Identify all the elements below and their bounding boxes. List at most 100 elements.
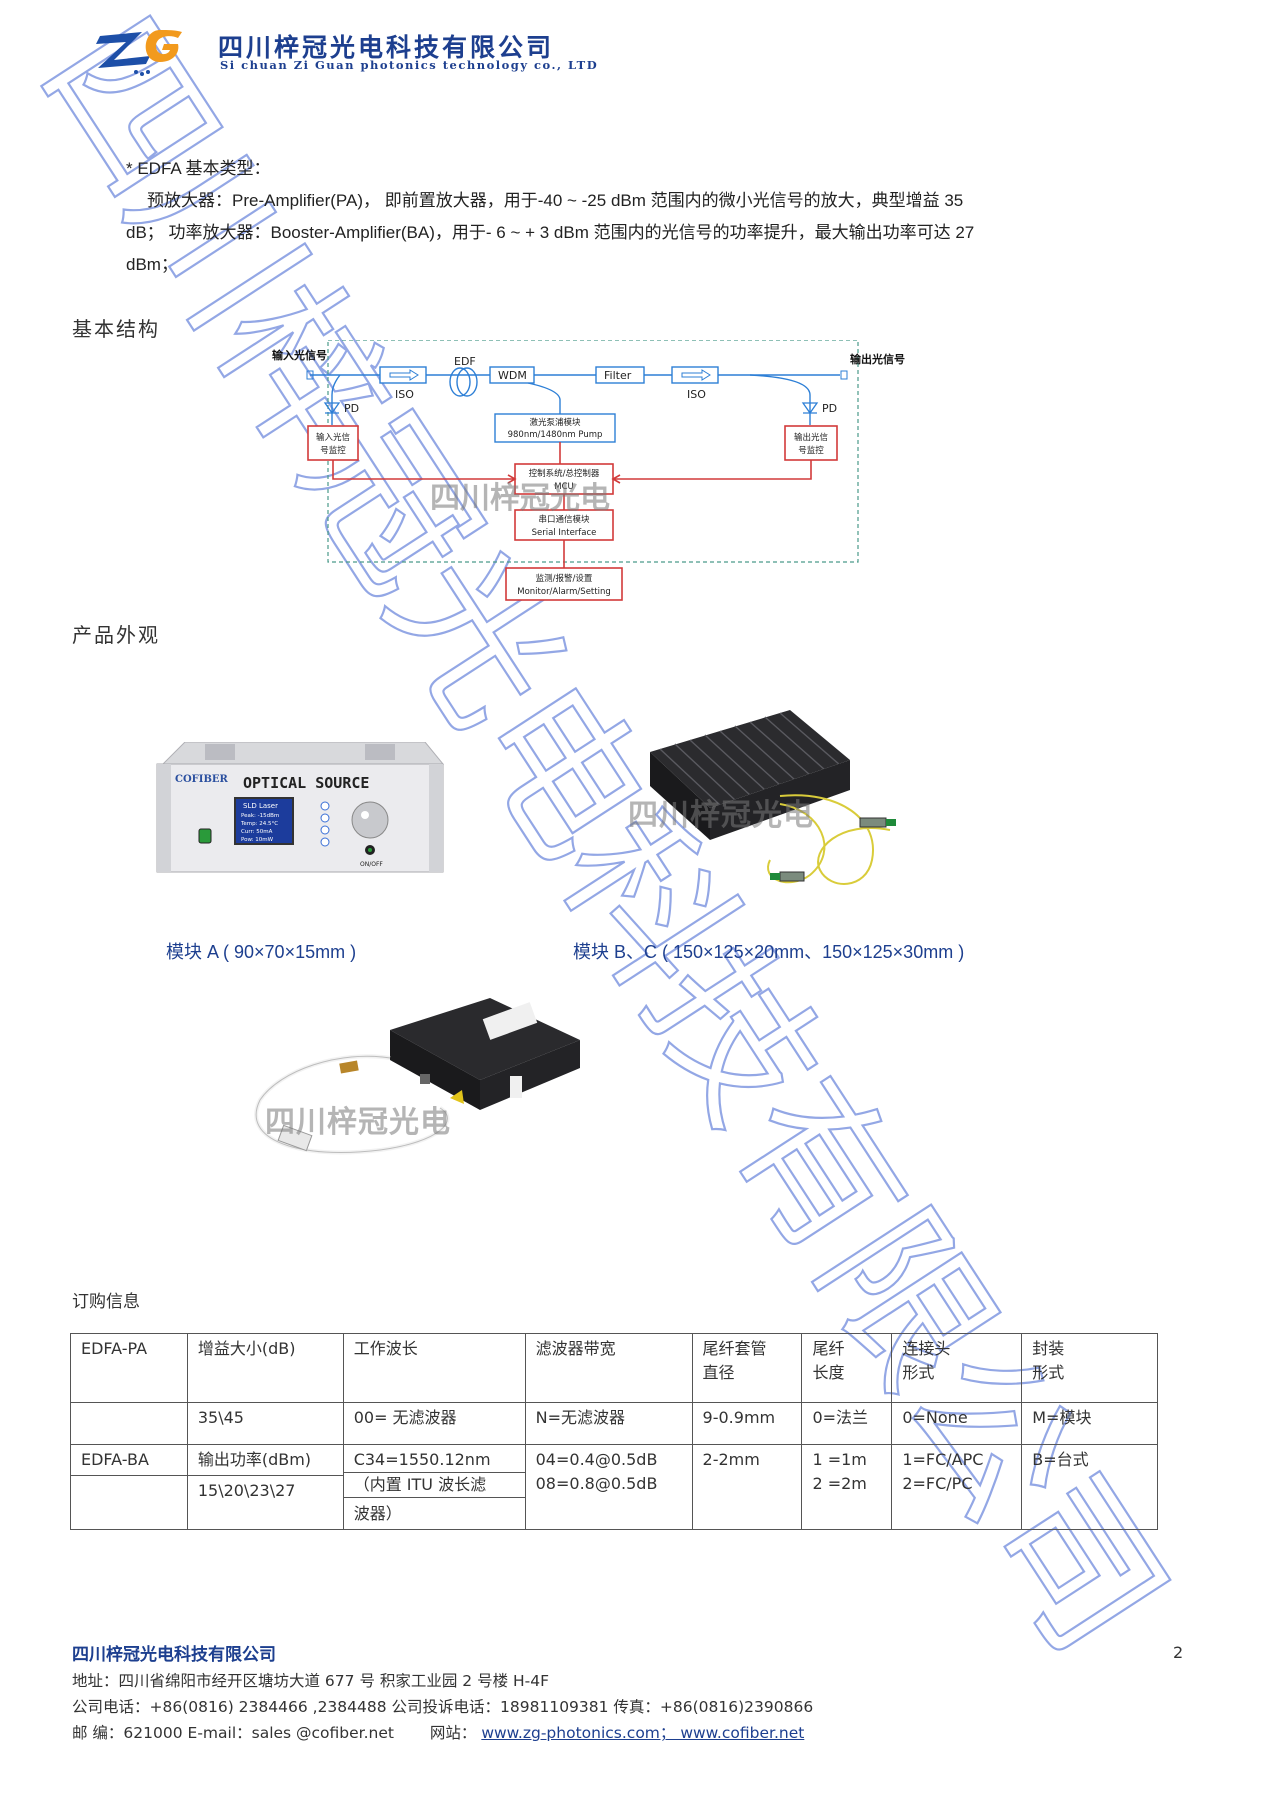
intro-line-2: 预放大器：Pre-Amplifier(PA)， 即前置放大器，用于-40 ~ -… — [147, 191, 964, 210]
cell-line: C34=1550.12nm — [353, 1450, 491, 1469]
monitor-label-cn: 监测/报警/设置 — [536, 573, 593, 584]
footer-site-label: 网站： — [429, 1724, 477, 1742]
company-name-cn: 四川梓冠光电科技有限公司 — [218, 33, 555, 62]
edf-label: EDF — [454, 355, 476, 368]
edf-coil — [449, 367, 471, 397]
svg-text:Pow: 10mW: Pow: 10mW — [241, 837, 274, 843]
footer-website-links[interactable]: www.zg-photonics.com； www.cofiber.net — [481, 1724, 805, 1742]
edfa-types-intro: * EDFA 基本类型： 预放大器：Pre-Amplifier(PA)， 即前置… — [126, 153, 1086, 281]
table-cell: B=台式 — [1021, 1444, 1158, 1530]
footer-company: 四川梓冠光电科技有限公司 — [72, 1645, 276, 1665]
cell-line: 2 =2m — [812, 1474, 867, 1493]
table-cell: EDFA-PA — [70, 1333, 188, 1403]
company-name-en: Si chuan Zi Guan photonics technology co… — [220, 58, 599, 72]
cell-line: 1=FC/APC — [902, 1450, 984, 1469]
table-cell: 00= 无滤波器 — [342, 1402, 526, 1445]
monitor-label-en: Monitor/Alarm/Setting — [517, 587, 610, 597]
output-signal-label: 输出光信号 — [850, 352, 905, 366]
cell-line: （内置 ITU 波长滤 — [343, 1472, 525, 1497]
section-order-title: 订购信息 — [72, 1292, 140, 1312]
monitor-alarm-box — [505, 567, 623, 601]
product-b-image — [650, 710, 896, 885]
table-cell: N=无滤波器 — [524, 1402, 693, 1445]
ordering-table: EDFA-PA 增益大小(dB) 工作波长 滤波器带宽 尾纤套管 直径 尾纤 长… — [70, 1333, 1158, 1530]
control-label-cn: 控制系统/总控制器 — [529, 468, 600, 479]
table-cell: 工作波长 — [342, 1333, 526, 1403]
serial-label-cn: 串口通信模块 — [538, 514, 590, 525]
svg-text:Peak: -15dBm: Peak: -15dBm — [241, 813, 279, 819]
table-cell: 15\20\23\27 — [186, 1475, 344, 1530]
input-signal-label: 输入光信号 — [272, 348, 327, 362]
table-cell: 1=FC/APC 2=FC/PC — [891, 1444, 1023, 1530]
table-row: 35\45 00= 无滤波器 N=无滤波器 9-0.9mm 0=法兰 0=Non… — [70, 1402, 1158, 1445]
table-row: EDFA-BA 输出功率(dBm) C34=1550.12nm （内置 ITU … — [70, 1444, 1158, 1530]
intro-line-4: dBm； — [126, 255, 178, 274]
section-structure-title: 基本结构 — [72, 317, 160, 341]
cell-line: 波器） — [343, 1497, 525, 1526]
page-number: 2 — [1173, 1643, 1184, 1662]
pump-label-cn: 激光泵浦模块 — [529, 417, 581, 428]
intro-line-3: dB； 功率放大器：Booster-Amplifier(BA)，用于- 6 ~ … — [126, 223, 975, 242]
pump-label-en: 980nm/1480nm Pump — [508, 430, 603, 440]
footer-phone: 公司电话：+86(0816) 2384466 ,2384488 公司投诉电话：1… — [72, 1698, 814, 1716]
product-c-image — [254, 998, 580, 1155]
input-monitor-label-1: 输入光信 — [316, 432, 351, 443]
table-cell: 0=None — [891, 1402, 1023, 1445]
input-monitor-label-2: 号监控 — [320, 445, 346, 456]
table-cell: 1 =1m 2 =2m — [801, 1444, 893, 1530]
table-cell — [70, 1475, 188, 1530]
product-watermark-2: 四川梓冠光电 — [265, 1105, 451, 1140]
cell-line: 2=FC/PC — [902, 1474, 973, 1493]
isolator-1-label: ISO — [395, 388, 414, 401]
footer-address: 地址：四川省绵阳市经开区塘坊大道 677 号 积家工业园 2 号楼 H-4F — [72, 1672, 550, 1690]
intro-line-1: * EDFA 基本类型： — [126, 159, 271, 178]
footer: 四川梓冠光电科技有限公司 地址：四川省绵阳市经开区塘坊大道 677 号 积家工业… — [72, 1642, 813, 1746]
table-cell: 滤波器带宽 — [524, 1333, 693, 1403]
wdm-label: WDM — [498, 369, 527, 382]
cell-line: 04=0.4@0.5dB — [535, 1450, 658, 1469]
table-cell: 35\45 — [186, 1402, 344, 1445]
isolator-2-label: ISO — [687, 388, 706, 401]
table-cell: EDFA-BA — [70, 1444, 188, 1476]
input-monitor-box — [307, 425, 359, 461]
product-a-title: OPTICAL SOURCE — [243, 774, 369, 792]
product-a-screen — [234, 797, 294, 845]
filter-box — [595, 366, 645, 384]
structure-diagram: 输入光信号 输出光信号 ISO EDF WDM Filter ISO 激光泵浦模… — [272, 340, 905, 601]
svg-text:Curr: 50mA: Curr: 50mA — [241, 829, 273, 835]
svg-text:Temp: 24.5°C: Temp: 24.5°C — [240, 821, 278, 827]
table-cell: 2-2mm — [691, 1444, 803, 1530]
control-mcu-box — [514, 463, 614, 495]
product-a-image: COFIBER OPTICAL SOURCE SLD Laser Peak: -… — [156, 742, 445, 873]
footer-contact-line: 邮 编：621000 E-mail：sales @cofiber.net 网站：… — [72, 1720, 813, 1746]
svg-text:ON/OFF: ON/OFF — [360, 861, 383, 868]
table-cell: M=模块 — [1021, 1402, 1158, 1445]
diagram-watermark: 四川梓冠光电 — [430, 481, 610, 516]
pd-right — [801, 402, 819, 415]
table-cell — [70, 1402, 188, 1445]
table-cell: 9-0.9mm — [691, 1402, 803, 1445]
table-cell: 尾纤套管 直径 — [691, 1333, 803, 1403]
product-a-brand: COFIBER — [175, 774, 229, 785]
pd-left — [323, 402, 341, 415]
table-row: 15\20\23\27 — [70, 1475, 1158, 1530]
pump-module — [494, 413, 616, 443]
pd-left-label: PD — [344, 402, 359, 415]
control-label-en: MCU — [554, 482, 574, 492]
table-cell: 连接头 形式 — [891, 1333, 1023, 1403]
cell-line: 1 =1m — [812, 1450, 867, 1469]
isolator-2 — [671, 366, 719, 384]
table-cell: 尾纤 长度 — [801, 1333, 893, 1403]
filter-label: Filter — [604, 369, 632, 382]
section-appearance-title: 产品外观 — [72, 623, 160, 647]
caption-module-a: 模块 A ( 90×70×15mm ) — [166, 942, 357, 962]
company-logo — [96, 30, 182, 76]
table-cell: 增益大小(dB) — [186, 1333, 344, 1403]
output-monitor-label-2: 号监控 — [798, 445, 824, 456]
svg-text:SLD Laser: SLD Laser — [243, 802, 278, 810]
table-cell: 0=法兰 — [801, 1402, 893, 1445]
isolator-1 — [379, 366, 427, 384]
table-cell: C34=1550.12nm （内置 ITU 波长滤 波器） — [342, 1444, 526, 1530]
pd-right-label: PD — [822, 402, 837, 415]
product-watermark-1: 四川梓冠光电 — [628, 798, 814, 833]
